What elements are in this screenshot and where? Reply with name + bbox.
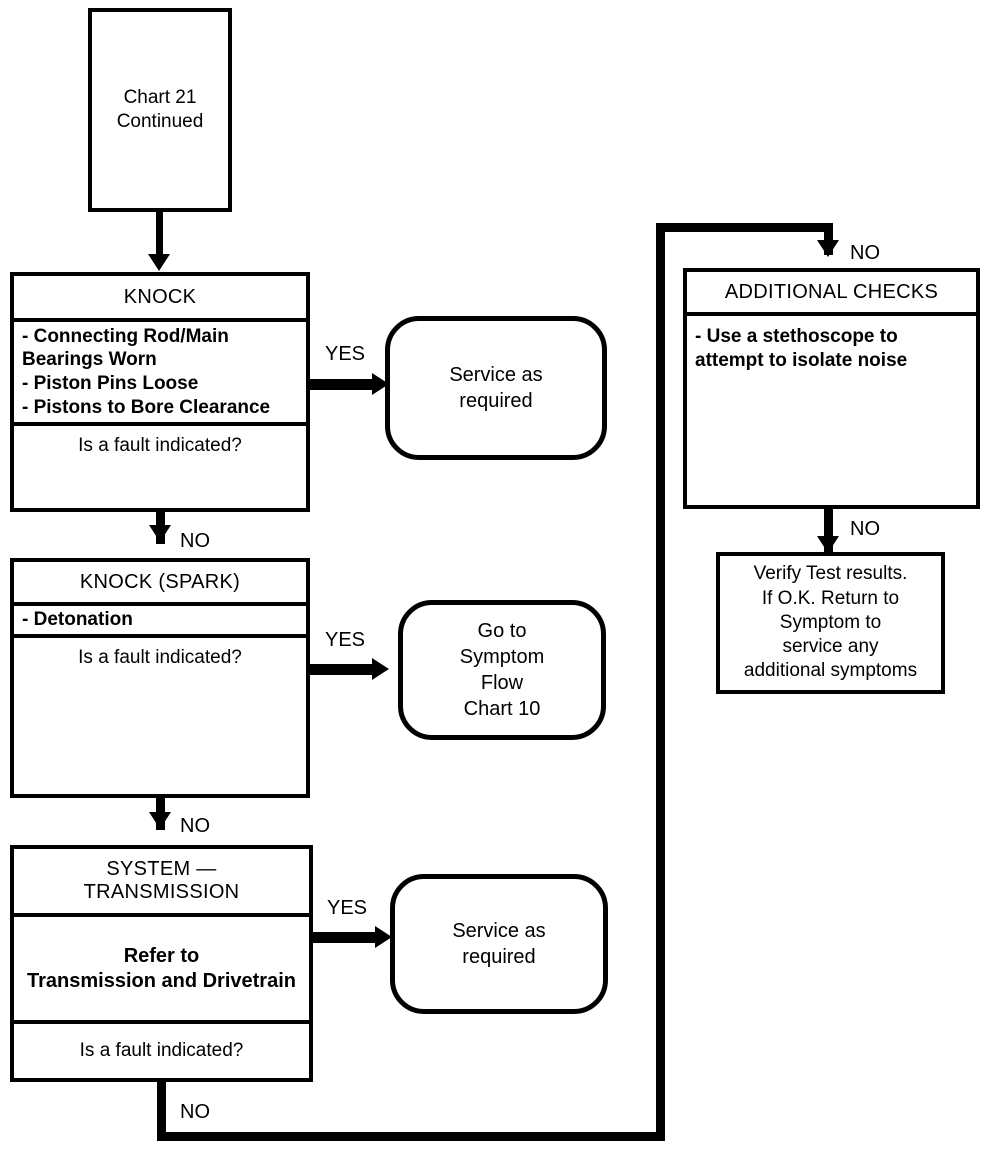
- node-knock-question: Is a fault indicated?: [78, 435, 242, 456]
- connector-continued-to-knock: [156, 212, 163, 256]
- node-additional-checks[interactable]: ADDITIONAL CHECKS - Use a stethoscope to…: [683, 268, 980, 509]
- edge-label-transmission-yes: YES: [327, 897, 368, 919]
- node-service-as-required-1-label: Service as required: [449, 364, 543, 412]
- connector-transmission-no-right-up: [656, 223, 665, 1141]
- node-knock-spark-question: Is a fault indicated?: [78, 647, 242, 668]
- edge-label-knock-yes: YES: [325, 343, 366, 365]
- node-knock-spark-items: - Detonation: [14, 606, 306, 638]
- connector-transmission-no-down: [157, 1082, 166, 1140]
- arrowhead-additional-checks-in: [817, 240, 839, 257]
- arrowhead-spark-yes: [372, 658, 389, 680]
- node-system-transmission[interactable]: SYSTEM — TRANSMISSION Refer to Transmiss…: [10, 845, 313, 1082]
- edge-label-spark-no: NO: [180, 815, 210, 837]
- node-knock-title: KNOCK: [14, 276, 306, 322]
- edge-label-knock-no: NO: [180, 530, 210, 552]
- arrowhead-spark-no: [149, 812, 171, 829]
- node-system-transmission-title: SYSTEM — TRANSMISSION: [14, 849, 309, 917]
- edge-label-verify-in-no: NO: [850, 518, 880, 540]
- node-service-as-required-2[interactable]: Service as required: [390, 874, 608, 1014]
- arrowhead-continued-to-knock: [148, 254, 170, 271]
- node-system-transmission-question: Is a fault indicated?: [79, 1039, 244, 1061]
- node-knock-spark[interactable]: KNOCK (SPARK) - Detonation Is a fault in…: [10, 558, 310, 798]
- connector-transmission-yes: [313, 932, 381, 943]
- edge-label-additional-checks-in-no: NO: [850, 242, 880, 264]
- node-go-to-symptom-flow-label: Go to Symptom Flow Chart 10: [459, 620, 545, 720]
- arrowhead-verify-in: [817, 536, 839, 553]
- edge-label-spark-yes: YES: [325, 629, 366, 651]
- arrowhead-knock-yes: [372, 373, 389, 395]
- node-additional-checks-title: ADDITIONAL CHECKS: [687, 272, 976, 316]
- node-knock[interactable]: KNOCK - Connecting Rod/Main Bearings Wor…: [10, 272, 310, 512]
- node-system-transmission-refer: Refer to Transmission and Drivetrain: [14, 917, 309, 1024]
- node-knock-spark-title: KNOCK (SPARK): [14, 562, 306, 606]
- connector-spark-yes: [310, 664, 378, 675]
- node-go-to-symptom-flow[interactable]: Go to Symptom Flow Chart 10: [398, 600, 606, 740]
- connector-transmission-no-bottom: [157, 1132, 665, 1141]
- connector-additional-checks-no: [824, 509, 833, 555]
- connector-transmission-no-into-checks: [824, 223, 833, 255]
- node-chart-21-continued-label: Chart 21 Continued: [116, 86, 204, 132]
- node-verify-test-results[interactable]: Verify Test results. If O.K. Return to S…: [716, 552, 945, 694]
- node-service-as-required-2-label: Service as required: [452, 920, 546, 968]
- node-verify-test-results-label: Verify Test results. If O.K. Return to S…: [743, 563, 918, 682]
- connector-knock-yes: [310, 379, 378, 390]
- node-service-as-required-1[interactable]: Service as required: [385, 316, 607, 460]
- connector-transmission-no-top: [656, 223, 832, 232]
- node-knock-items: - Connecting Rod/Main Bearings Worn - Pi…: [14, 322, 306, 426]
- edge-label-transmission-no: NO: [180, 1101, 210, 1123]
- arrowhead-knock-no: [149, 525, 171, 542]
- node-chart-21-continued[interactable]: Chart 21 Continued: [88, 8, 232, 212]
- node-additional-checks-items: - Use a stethoscope to attempt to isolat…: [695, 326, 908, 371]
- arrowhead-transmission-yes: [375, 926, 392, 948]
